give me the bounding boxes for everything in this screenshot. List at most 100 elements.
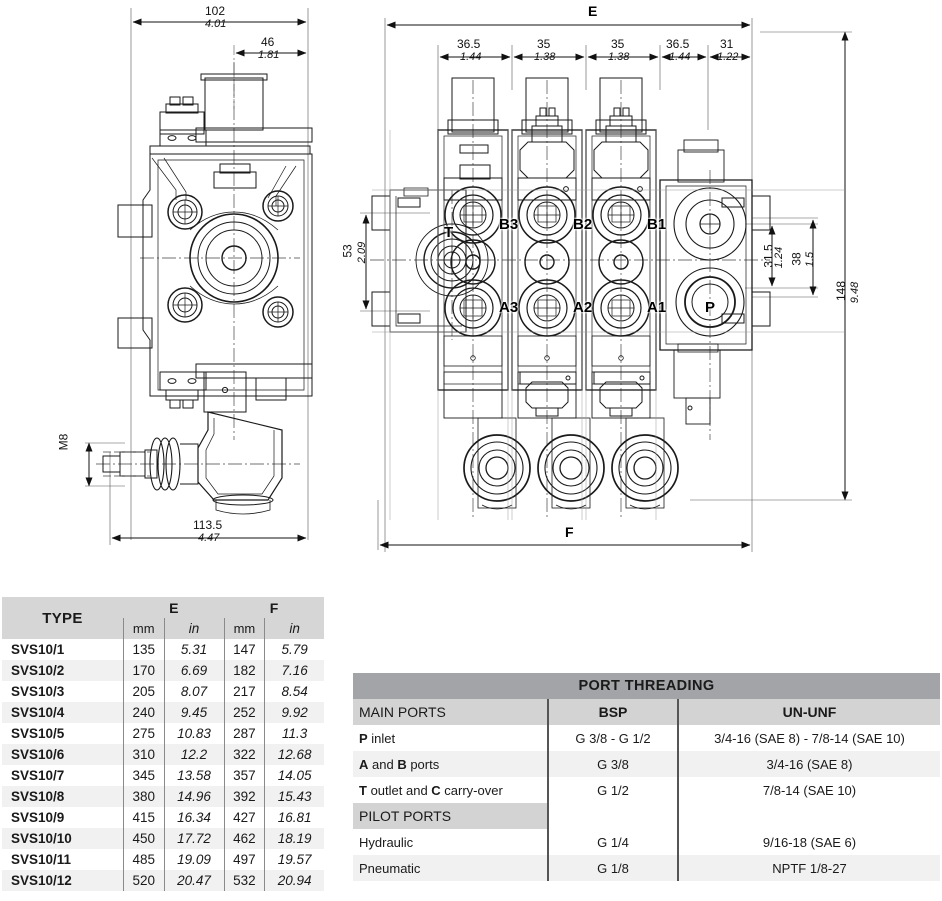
cell-f-in: 11.3 [264,723,324,744]
dim-chain-2-in: 1.38 [534,51,556,63]
pt-title-row: PORT THREADING [353,673,940,699]
dim-38-in: 1.5 [804,251,817,268]
port-label-a3: A3 [499,299,519,316]
cell-e-mm: 310 [122,744,165,765]
cell-e-in: 12.2 [163,744,225,765]
cell-e-mm: 240 [122,702,165,723]
pt-subheader-row: MAIN PORTS BSP UN-UNF [353,699,940,725]
pt-ununf-hydraulic: 9/16-18 (SAE 6) [677,829,940,855]
table-row: SVS10/10 450 17.72 462 18.19 [2,828,324,849]
header-unit-f-in: in [264,618,324,639]
pt-bsp-tc-ports: G 1/2 [547,777,678,803]
cell-f-mm: 357 [223,765,265,786]
cell-type: SVS10/6 [11,747,65,762]
cell-e-in: 17.72 [163,828,225,849]
pt-ununf-tc-ports: 7/8-14 (SAE 10) [677,777,940,803]
pt-port-letter-2: C [431,782,441,798]
port-label-p: P [705,299,716,316]
header-group-f: F [269,599,279,616]
pt-port-conj: outlet and [366,782,432,798]
pt-port-letter: A [359,756,369,772]
dim-38-mm: 38 [789,252,804,266]
cell-f-in: 15.43 [264,786,324,807]
dim-chain-3-mm: 35 [611,37,625,51]
cell-type: SVS10/3 [11,684,65,699]
cell-type: SVS10/12 [11,873,72,888]
pt-bsp-ab-ports: G 3/8 [547,751,678,777]
cell-f-in: 8.54 [264,681,324,702]
dim-chain-2-mm: 35 [537,37,551,51]
cell-type: SVS10/11 [11,852,72,867]
dim-chain-4-mm: 36.5 [666,37,690,51]
table-row: SVS10/6 310 12.2 322 12.68 [2,744,324,765]
cell-f-mm: 252 [223,702,265,723]
pt-header-bsp: BSP [547,699,678,725]
cell-e-in: 19.09 [163,849,225,870]
cell-type: SVS10/1 [11,642,65,657]
cell-e-in: 9.45 [163,702,225,723]
dim-46-mm: 46 [261,35,275,49]
cell-f-in: 20.94 [264,870,324,891]
port-threading-table: PORT THREADING MAIN PORTS BSP UN-UNF P i… [353,673,940,881]
cell-e-in: 5.31 [163,639,225,660]
cell-f-mm: 427 [223,807,265,828]
pt-row-hydraulic: Hydraulic G 1/4 9/16-18 (SAE 6) [353,829,940,855]
cell-type: SVS10/4 [11,705,65,720]
cell-e-mm: 520 [122,870,165,891]
cell-f-in: 12.68 [264,744,324,765]
pt-row-ab-ports: A and B ports G 3/8 3/4-16 (SAE 8) [353,751,940,777]
port-label-b3: B3 [499,216,519,233]
pt-pilot-header-ununf-blank [677,803,940,829]
table-row: SVS10/9 415 16.34 427 16.81 [2,807,324,828]
cell-e-mm: 485 [122,849,165,870]
cell-e-in: 10.83 [163,723,225,744]
pt-header-ununf: UN-UNF [677,699,940,725]
table-row: SVS10/8 380 14.96 392 15.43 [2,786,324,807]
cell-type: SVS10/8 [11,789,65,804]
cell-f-mm: 497 [223,849,265,870]
pt-port-letter: T [359,782,367,798]
dim-113-5-mm: 113.5 [193,518,223,532]
dim-chain-1-mm: 36.5 [457,37,481,51]
pt-header-pilot-ports: PILOT PORTS [353,803,548,829]
port-label-b1: B1 [647,216,667,233]
cell-f-in: 5.79 [264,639,324,660]
cell-type: SVS10/7 [11,768,65,783]
header-unit-e-mm: mm [122,618,165,639]
dim-113-5-in: 4.47 [198,532,220,544]
port-label-b2: B2 [573,216,593,233]
pt-ununf-pneumatic: NPTF 1/8-27 [677,855,940,881]
pt-ununf-p-inlet: 3/4-16 (SAE 8) - 7/8-14 (SAE 10) [677,725,940,751]
cell-e-mm: 170 [122,660,165,681]
table-row: SVS10/1 135 5.31 147 5.79 [2,639,324,660]
pt-pilot-header-bsp-blank [547,803,678,829]
table-row: SVS10/7 345 13.58 357 14.05 [2,765,324,786]
header-unit-f-mm: mm [223,618,265,639]
cell-f-mm: 182 [223,660,265,681]
cell-f-mm: 462 [223,828,265,849]
table-row: SVS10/4 240 9.45 252 9.92 [2,702,324,723]
cell-e-mm: 205 [122,681,165,702]
pt-ununf-ab-ports: 3/4-16 (SAE 8) [677,751,940,777]
cell-e-in: 20.47 [163,870,225,891]
dim-53-in: 2.09 [356,241,369,264]
cell-e-mm: 450 [122,828,165,849]
cell-e-in: 14.96 [163,786,225,807]
dim-148-in: 9.48 [849,281,862,304]
pt-row-tc-ports: T outlet and C carry-over G 1/2 7/8-14 (… [353,777,940,803]
cell-f-mm: 217 [223,681,265,702]
cell-f-mm: 532 [223,870,265,891]
thread-note-m8: M8 [56,433,71,451]
pt-port-text: ports [406,756,440,772]
dim-label-e: E [588,3,598,19]
cell-f-mm: 147 [223,639,265,660]
table-row: SVS10/12 520 20.47 532 20.94 [2,870,324,891]
pt-label-hydraulic: Hydraulic [359,834,414,850]
cell-e-mm: 415 [122,807,165,828]
port-label-a1: A1 [647,299,667,316]
dim-31-5-in: 1.24 [773,246,786,269]
header-type: TYPE [42,609,83,627]
pt-row-p-inlet: P inlet G 3/8 - G 1/2 3/4-16 (SAE 8) - 7… [353,725,940,751]
